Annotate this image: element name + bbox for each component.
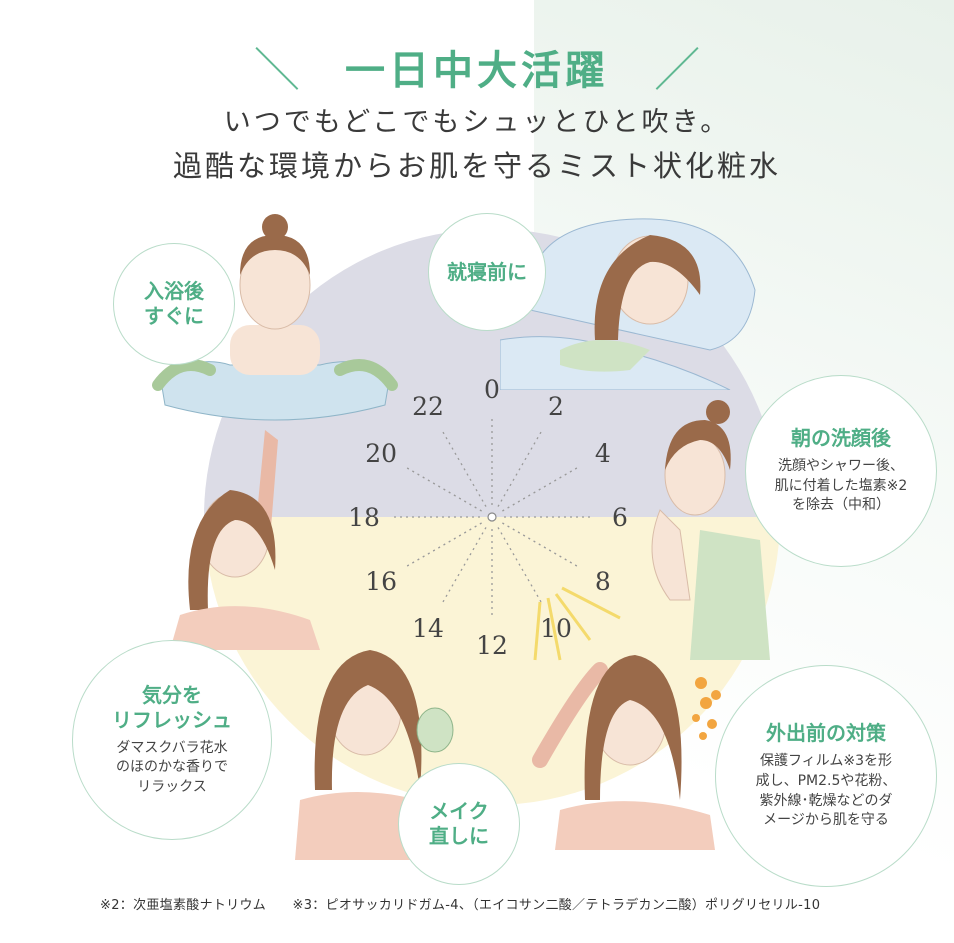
page-title: 一日中大活躍 xyxy=(345,47,609,94)
bubble-before-bed: 就寝前に xyxy=(428,213,546,331)
subtitle-2: 過酷な環境からお肌を守るミスト状化粧水 xyxy=(172,149,781,183)
clock-hour-8: 8 xyxy=(595,567,611,596)
bubble-morning-wash: 朝の洗顔後 洗顔やシャワー後、 肌に付着した塩素※2 を除去（中和） xyxy=(745,375,937,567)
clock-hour-12: 12 xyxy=(476,631,508,660)
slash-left: ＼ xyxy=(253,43,300,97)
clock-hour-18: 18 xyxy=(348,503,380,532)
bathing-woman-illustration xyxy=(152,214,398,421)
bubble-after-bath: 入浴後 すぐに xyxy=(113,243,235,365)
sun-beams xyxy=(533,586,621,661)
clock-hour-0: 0 xyxy=(484,375,500,404)
sleeping-woman-illustration xyxy=(500,218,756,390)
footnote-3: ※3：ピオサッカリドガム-4、（エイコサン二酸／テトラデカン二酸）ポリグリセリル… xyxy=(292,898,821,913)
clock-hour-2: 2 xyxy=(548,392,564,421)
bubble-morning-wash-desc: 洗顔やシャワー後、 肌に付着した塩素※2 を除去（中和） xyxy=(774,458,908,514)
bubble-before-bed-title: 就寝前に xyxy=(447,259,527,284)
bubble-makeup-touchup-title: メイク 直しに xyxy=(429,799,489,848)
clock-center xyxy=(487,512,497,522)
footnotes: ※2：次亜塩素酸ナトリウム ※3：ピオサッカリドガム-4、（エイコサン二酸／テト… xyxy=(100,894,842,913)
subtitle-1: いつでもどこでもシュッとひと吹き。 xyxy=(223,107,731,138)
slash-right: ／ xyxy=(654,43,701,97)
pollen-dots xyxy=(692,677,721,740)
bubble-makeup-touchup: メイク 直しに xyxy=(398,763,520,885)
arm-raised-woman-illustration xyxy=(170,430,320,650)
face-washing-woman-illustration xyxy=(651,400,770,660)
clock-hour-16: 16 xyxy=(365,567,397,596)
outing-woman-illustration xyxy=(532,655,715,850)
bubble-before-outing-title: 外出前の対策 xyxy=(766,721,886,746)
clock-hour-20: 20 xyxy=(365,439,397,468)
bubble-after-bath-title: 入浴後 すぐに xyxy=(144,279,204,328)
clock-hour-14: 14 xyxy=(412,614,444,643)
bubble-before-outing: 外出前の対策 保護フィルム※3を形 成し、PM2.5や花粉、 紫外線･乾燥などの… xyxy=(715,665,937,887)
clock-hour-22: 22 xyxy=(412,392,444,421)
bubble-refresh: 気分を リフレッシュ ダマスクバラ花水 のほのかな香りで リラックス xyxy=(72,640,272,840)
headline: ＼ 一日中大活躍 ／ xyxy=(0,34,954,100)
bubble-morning-wash-title: 朝の洗顔後 xyxy=(791,426,891,451)
clock-hour-4: 4 xyxy=(595,439,611,468)
bubble-before-outing-desc: 保護フィルム※3を形 成し、PM2.5や花粉、 紫外線･乾燥などのダ メージから… xyxy=(755,753,897,829)
footnote-2: ※2：次亜塩素酸ナトリウム xyxy=(100,898,267,913)
bubble-refresh-desc: ダマスクバラ花水 のほのかな香りで リラックス xyxy=(116,739,228,795)
bubble-refresh-title: 気分を リフレッシュ xyxy=(112,682,232,732)
clock-hour-6: 6 xyxy=(612,503,628,532)
